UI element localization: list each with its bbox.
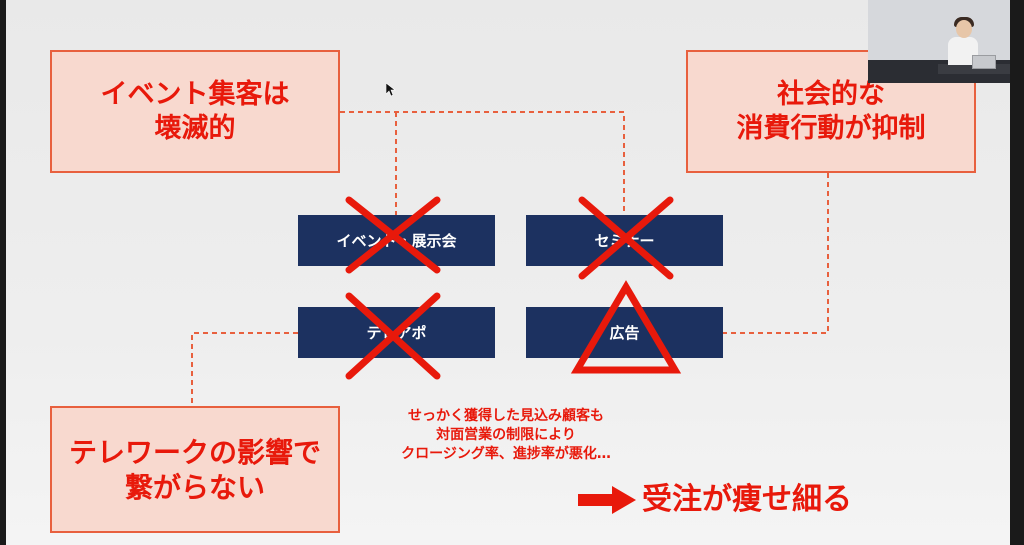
box-text-line: 消費行動が抑制	[736, 112, 926, 144]
box-text-line: 繋がらない	[124, 470, 265, 504]
channel-seminar: セミナー	[526, 215, 723, 266]
box-text-line: イベント集客は	[100, 78, 290, 110]
note-line: せっかく獲得した見込み顧客も	[408, 408, 604, 424]
channel-teleapo: テレアポ	[298, 307, 495, 358]
conclusion-text: 受注が痩せ細る	[642, 482, 852, 517]
box-text-line: 壊滅的	[154, 112, 236, 144]
connector-top-left	[340, 111, 625, 215]
closing-rate-note: せっかく獲得した見込み顧客も 対面営業の制限により クロージング率、進捗率が悪化…	[356, 407, 656, 464]
event-attraction-collapsed-box: イベント集客は 壊滅的	[50, 50, 340, 173]
presentation-slide: イベント集客は 壊滅的 社会的な 消費行動が抑制 テレワークの影響で 繋がらない…	[6, 0, 1010, 545]
laptop-icon	[972, 55, 996, 69]
note-line: クロージング率、進捗率が悪化…	[401, 445, 611, 462]
channel-advertising: 広告	[526, 307, 723, 358]
mouse-cursor-icon	[386, 83, 396, 97]
right-arrow-icon	[578, 486, 636, 514]
note-line: 対面営業の制限により	[436, 426, 576, 443]
connector-top-right	[723, 173, 829, 334]
webcam-overlay	[868, 0, 1010, 83]
telework-unreachable-box: テレワークの影響で 繋がらない	[50, 406, 340, 533]
connector-bottom-left	[191, 332, 298, 406]
box-text-line: 社会的な	[777, 78, 885, 110]
channel-event-exhibition: イベント・展示会	[298, 215, 495, 266]
box-text-line: テレワークの影響で	[68, 435, 321, 469]
window-right-border	[1010, 0, 1024, 545]
window-left-border	[0, 0, 6, 545]
